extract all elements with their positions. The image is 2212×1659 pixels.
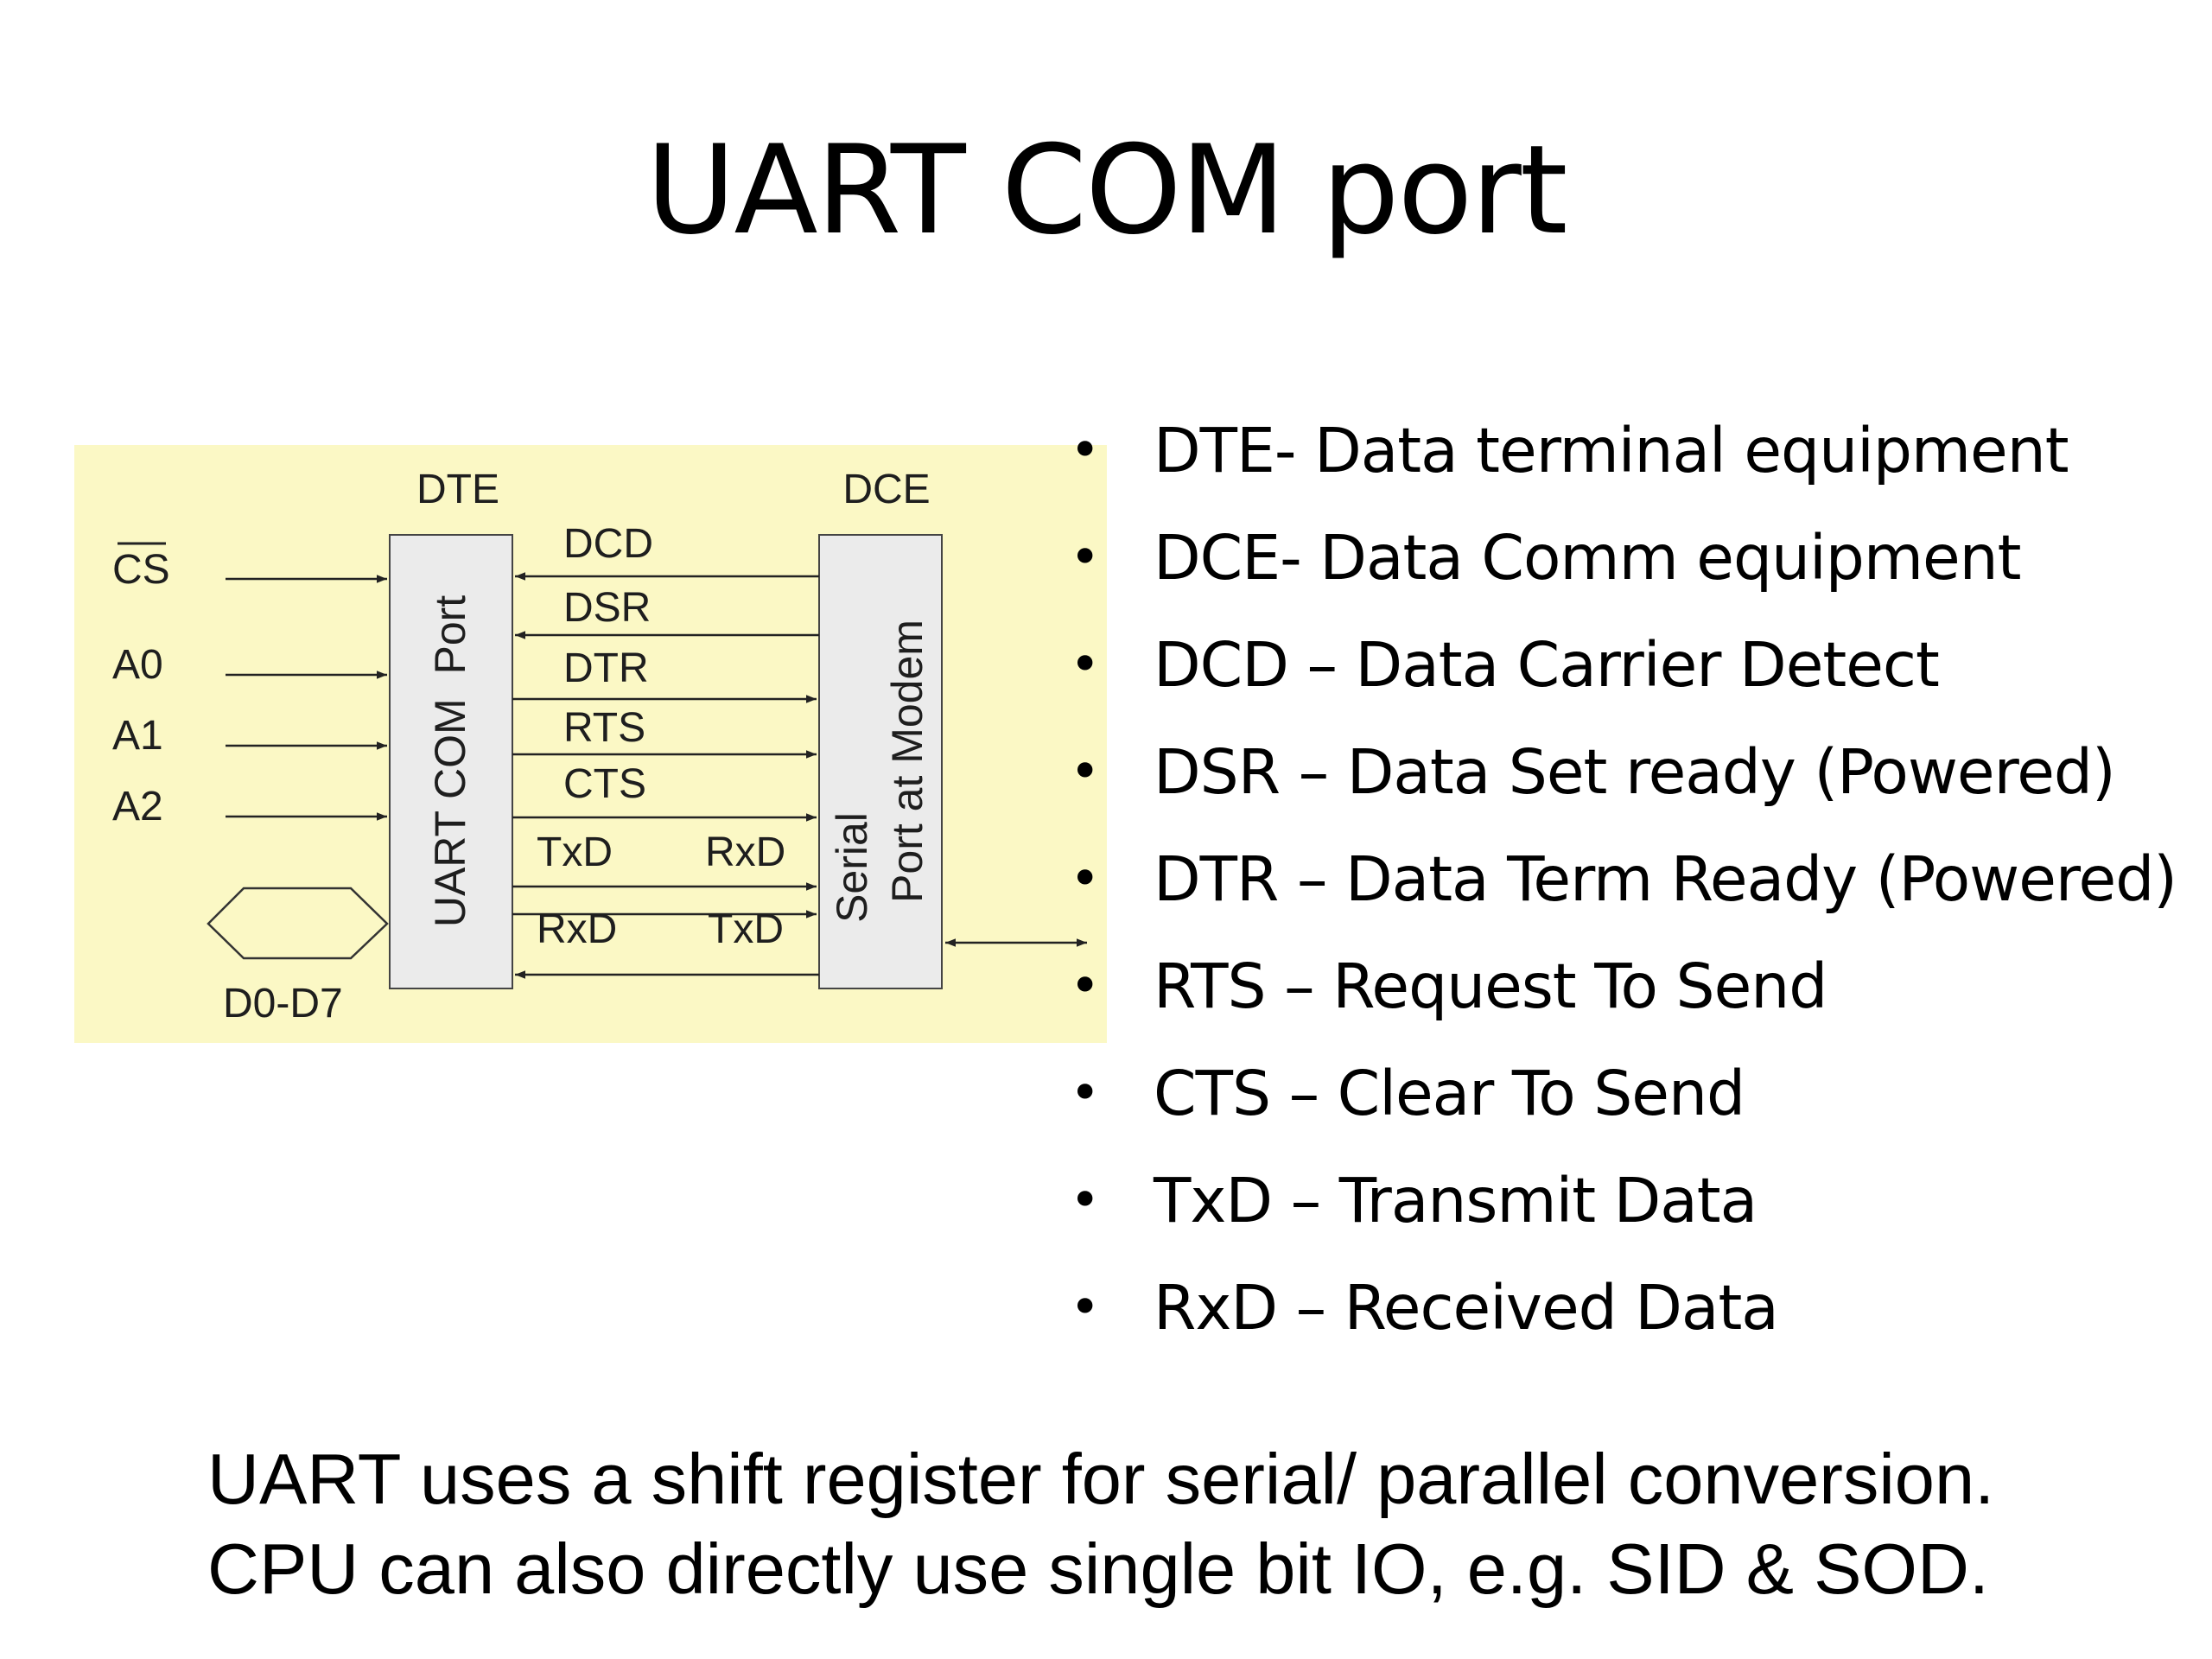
rxd-right-label: RxD xyxy=(705,830,785,875)
modem-box-label-line2: Port at Modem xyxy=(883,620,931,903)
dsr-label: DSR xyxy=(563,585,651,631)
a0-label: A0 xyxy=(112,642,163,688)
rxd-left-label: RxD xyxy=(537,906,617,952)
bullet-item: RTS – Request To Send xyxy=(1063,942,2177,1049)
dtr-label: DTR xyxy=(563,645,649,691)
modem-box-label-line1: Serial xyxy=(828,812,876,923)
rts-label: RTS xyxy=(563,705,645,751)
bullet-item: DTE- Data terminal equipment xyxy=(1063,406,2177,513)
slide-caption: UART uses a shift register for serial/ p… xyxy=(207,1434,1994,1614)
modem-serial-port-box xyxy=(818,534,943,989)
bullet-item: RxD – Received Data xyxy=(1063,1263,2177,1370)
dte-label: DTE xyxy=(416,467,499,512)
bullet-item: DCE- Data Comm equipment xyxy=(1063,513,2177,620)
uart-box-label: UART COM Port xyxy=(426,595,474,927)
slide-title: UART COM port xyxy=(645,119,1568,262)
a2-label: A2 xyxy=(112,784,163,830)
bullet-item: TxD – Transmit Data xyxy=(1063,1156,2177,1263)
data-bus-hexagon xyxy=(207,887,389,960)
txd-left-label: TxD xyxy=(537,830,613,875)
bullet-item: DTR – Data Term Ready (Powered) xyxy=(1063,835,2177,942)
signal-definitions-list: DTE- Data terminal equipment DCE- Data C… xyxy=(1063,406,2177,1370)
uart-com-port-box xyxy=(389,534,513,989)
dcd-label: DCD xyxy=(563,521,653,567)
uart-diagram: DTE DCE UART COM Port Serial Port at Mod… xyxy=(74,445,1107,1043)
a1-label: A1 xyxy=(112,713,163,759)
bullet-item: CTS – Clear To Send xyxy=(1063,1049,2177,1156)
txd-right-label: TxD xyxy=(708,906,784,952)
bullet-item: DSR – Data Set ready (Powered) xyxy=(1063,728,2177,835)
uart-diagram-svg: DTE DCE UART COM Port Serial Port at Mod… xyxy=(112,467,1087,1027)
cts-label: CTS xyxy=(563,761,646,807)
data-bus-label: D0-D7 xyxy=(223,981,343,1027)
caption-line: UART uses a shift register for serial/ p… xyxy=(207,1439,1995,1519)
dce-label: DCE xyxy=(842,467,930,512)
cs-label: CS xyxy=(112,547,170,593)
caption-line: CPU can also directly use single bit IO,… xyxy=(207,1529,1989,1609)
bullet-item: DCD – Data Carrier Detect xyxy=(1063,620,2177,728)
